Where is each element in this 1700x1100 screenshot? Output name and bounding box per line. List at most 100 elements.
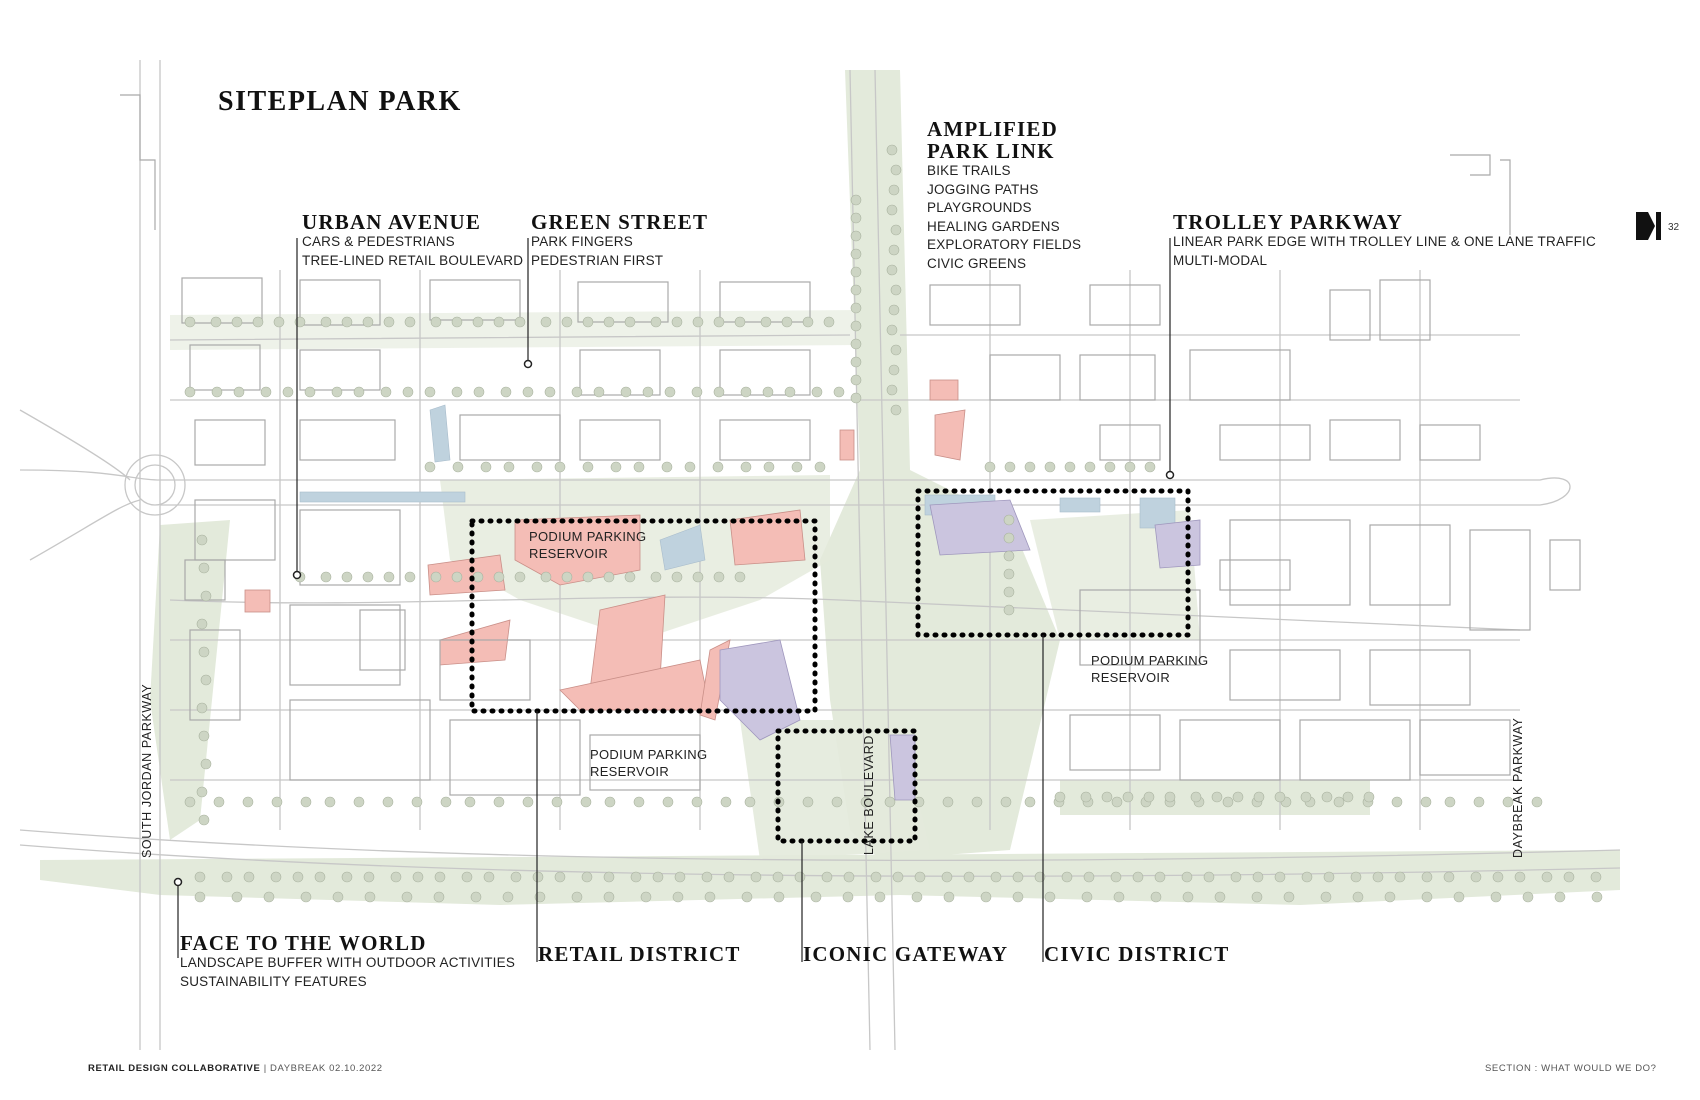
tree bbox=[1104, 461, 1116, 473]
face-to-world-callout: FACE TO THE WORLD LANDSCAPE BUFFER WITH … bbox=[180, 932, 515, 991]
tree bbox=[650, 571, 662, 583]
tree bbox=[382, 796, 394, 808]
tree bbox=[1150, 891, 1162, 903]
tree bbox=[624, 571, 636, 583]
tree bbox=[1054, 791, 1066, 803]
tree bbox=[914, 871, 926, 883]
tree bbox=[1232, 791, 1244, 803]
tree bbox=[582, 461, 594, 473]
tree bbox=[1522, 891, 1534, 903]
tree bbox=[380, 386, 392, 398]
tree bbox=[304, 386, 316, 398]
podium-label-retail: PODIUM PARKING RESERVOIR bbox=[529, 528, 646, 562]
tree bbox=[1203, 871, 1215, 883]
civic-district-box bbox=[915, 488, 1191, 638]
tree bbox=[1590, 871, 1602, 883]
tree bbox=[890, 284, 902, 296]
tree bbox=[850, 248, 862, 260]
tree bbox=[561, 571, 573, 583]
daybreak-parkway-label: DAYBREAK PARKWAY bbox=[1511, 717, 1525, 858]
tree bbox=[1350, 871, 1362, 883]
tree bbox=[514, 571, 526, 583]
tree bbox=[1113, 891, 1125, 903]
tree bbox=[1084, 461, 1096, 473]
tree bbox=[502, 891, 514, 903]
tree bbox=[811, 386, 823, 398]
civic-blocks bbox=[719, 499, 1201, 801]
tree bbox=[198, 814, 210, 826]
tree bbox=[802, 796, 814, 808]
park-link-heading-2: PARK LINK bbox=[927, 139, 1055, 163]
iconic-gateway-label: ICONIC GATEWAY bbox=[803, 942, 1009, 966]
tree bbox=[1182, 891, 1194, 903]
tree bbox=[282, 386, 294, 398]
tree bbox=[1253, 791, 1265, 803]
tree bbox=[292, 871, 304, 883]
tree bbox=[671, 316, 683, 328]
tree bbox=[884, 796, 896, 808]
tree bbox=[750, 871, 762, 883]
tree bbox=[1044, 891, 1056, 903]
tree bbox=[888, 304, 900, 316]
tree bbox=[892, 871, 904, 883]
tree bbox=[1003, 514, 1015, 526]
south-jordan-parkway-label: SOUTH JORDAN PARKWAY bbox=[140, 683, 154, 858]
tree bbox=[480, 461, 492, 473]
tree bbox=[1061, 871, 1073, 883]
footer-section: SECTION : WHAT WOULD WE DO? bbox=[1485, 1063, 1657, 1074]
face-to-world-heading: FACE TO THE WORLD bbox=[180, 931, 427, 955]
tree bbox=[1453, 891, 1465, 903]
tree bbox=[850, 374, 862, 386]
tree bbox=[1591, 891, 1603, 903]
tree bbox=[1024, 796, 1036, 808]
tree bbox=[1283, 891, 1295, 903]
tree bbox=[772, 871, 784, 883]
tree bbox=[412, 871, 424, 883]
tree bbox=[740, 386, 752, 398]
tree bbox=[263, 891, 275, 903]
tree bbox=[1044, 461, 1056, 473]
tree bbox=[664, 386, 676, 398]
tree bbox=[691, 796, 703, 808]
tree bbox=[1394, 871, 1406, 883]
trolley-parkway-item: LINEAR PARK EDGE WITH TROLLEY LINE & ONE… bbox=[1173, 234, 1596, 249]
tree bbox=[331, 386, 343, 398]
tree bbox=[532, 871, 544, 883]
leader-lines bbox=[177, 238, 1171, 962]
tree bbox=[850, 284, 862, 296]
park-link-item: EXPLORATORY FIELDS bbox=[927, 237, 1082, 252]
tree bbox=[430, 571, 442, 583]
tree bbox=[522, 796, 534, 808]
podium-line-2: RESERVOIR bbox=[529, 546, 609, 561]
tree bbox=[886, 144, 898, 156]
civic-district-label: CIVIC DISTRICT bbox=[1044, 942, 1230, 966]
tree bbox=[704, 891, 716, 903]
tree bbox=[200, 590, 212, 602]
page-title: SITEPLAN PARK bbox=[218, 86, 462, 117]
tree bbox=[701, 871, 713, 883]
tree bbox=[383, 316, 395, 328]
tree bbox=[1101, 791, 1113, 803]
tree bbox=[402, 386, 414, 398]
tree bbox=[472, 571, 484, 583]
urban-avenue-heading: URBAN AVENUE bbox=[302, 210, 482, 234]
tree bbox=[1080, 791, 1092, 803]
iconic-gateway-box bbox=[775, 728, 918, 844]
tree bbox=[470, 891, 482, 903]
tree bbox=[300, 891, 312, 903]
tree bbox=[1391, 796, 1403, 808]
tree bbox=[760, 316, 772, 328]
tree bbox=[633, 461, 645, 473]
tree bbox=[434, 871, 446, 883]
tree bbox=[1384, 891, 1396, 903]
tree bbox=[1323, 871, 1335, 883]
tree bbox=[184, 386, 196, 398]
tree bbox=[1003, 550, 1015, 562]
park-link-item: BIKE TRAILS bbox=[927, 163, 1011, 178]
tree bbox=[451, 386, 463, 398]
tree bbox=[1012, 871, 1024, 883]
tree bbox=[404, 316, 416, 328]
tree bbox=[1164, 791, 1176, 803]
tree bbox=[252, 316, 264, 328]
tree bbox=[461, 871, 473, 883]
